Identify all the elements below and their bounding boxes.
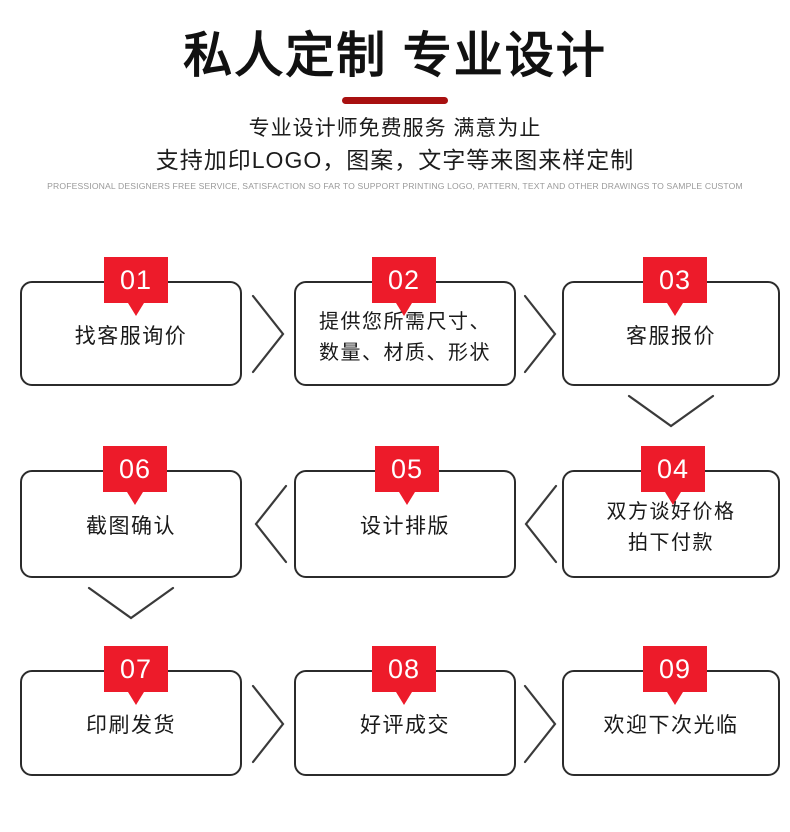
arrow-01-to-02-icon [249,292,291,376]
arrow-02-to-03-icon [521,292,563,376]
step-box-04[interactable]: 04 双方谈好价格 拍下付款 [562,446,780,578]
page-title: 私人定制 专业设计 [183,29,607,83]
subtitle-line-1: 专业设计师免费服务 满意为止 [248,117,542,140]
step-box-03[interactable]: 03 客服报价 [562,257,780,386]
title-underline-rule [342,97,448,104]
step-box-05[interactable]: 05 设计排版 [294,446,516,578]
arrow-03-to-04-icon [625,392,717,434]
step-box-08[interactable]: 08 好评成交 [294,646,516,776]
step-number-badge-07: 07 [104,646,168,705]
step-number-badge-03: 03 [643,257,707,316]
step-number-badge-08: 08 [372,646,436,705]
step-label-07: 印刷发货 [86,714,176,737]
step-label-05: 设计排版 [360,515,450,538]
arrow-06-to-07-icon [85,584,177,626]
step-box-02[interactable]: 02 提供您所需尺寸、 数量、材质、形状 [294,257,516,386]
step-number-badge-05: 05 [375,446,439,505]
step-box-07[interactable]: 07 印刷发货 [20,646,242,776]
step-label-04: 双方谈好价格 拍下付款 [606,501,736,554]
step-number-badge-01: 01 [104,257,168,316]
step-label-08: 好评成交 [360,714,450,737]
step-number-badge-04: 04 [641,446,705,505]
step-box-01[interactable]: 01 找客服询价 [20,257,242,386]
step-box-06[interactable]: 06 截图确认 [20,446,242,578]
header: 私人定制 专业设计 专业设计师免费服务 满意为止 支持加印LOGO，图案，文字等… [0,0,790,225]
subtitle-english: PROFESSIONAL DESIGNERS FREE SERVICE, SAT… [47,181,743,191]
arrow-07-to-08-icon [249,682,291,766]
arrow-08-to-09-icon [521,682,563,766]
step-label-06: 截图确认 [86,515,176,538]
arrow-05-to-06-icon [248,482,290,566]
step-label-09: 欢迎下次光临 [603,714,739,737]
arrow-04-to-05-icon [518,482,560,566]
step-number-badge-09: 09 [643,646,707,705]
step-label-02: 提供您所需尺寸、 数量、材质、形状 [319,310,491,364]
step-label-03: 客服报价 [626,324,716,348]
step-number-badge-02: 02 [372,257,436,316]
step-label-01: 找客服询价 [74,324,188,348]
step-number-badge-06: 06 [103,446,167,505]
subtitle-line-2: 支持加印LOGO，图案，文字等来图来样定制 [155,147,635,173]
step-box-09[interactable]: 09 欢迎下次光临 [562,646,780,776]
